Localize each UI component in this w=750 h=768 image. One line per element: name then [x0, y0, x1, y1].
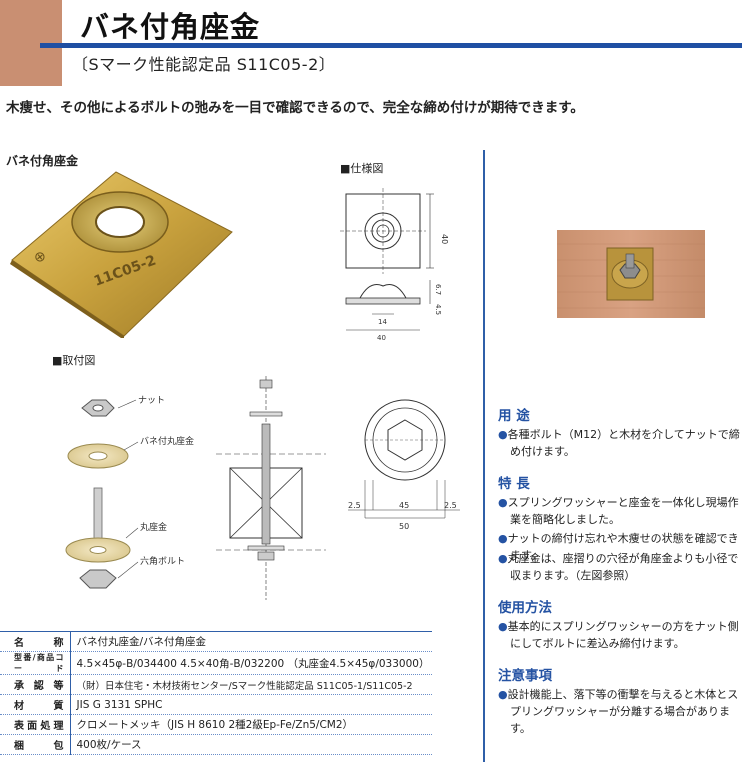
table-row: 名称 バネ付丸座金/バネ付角座金: [0, 631, 432, 652]
dim-40-bottom: 40: [377, 334, 386, 342]
section-title-features: 特 長: [498, 476, 530, 492]
table-key: 型番/商品コード: [0, 651, 71, 675]
table-value: 400枚/ケース: [70, 734, 432, 755]
product-photo: ⊕ 11C05-2: [10, 171, 233, 338]
photo-label: バネ付角座金: [6, 154, 79, 168]
dim-2-5-right: 2.5: [444, 501, 457, 510]
table-key: 名称: [0, 631, 71, 652]
spec-table: 名称 バネ付丸座金/バネ付角座金 型番/商品コード 4.5×45φ-B/0344…: [0, 631, 432, 755]
header-rule: [40, 43, 742, 48]
table-value: JIS G 3131 SPHC: [70, 694, 432, 715]
page-title: バネ付角座金: [80, 10, 261, 44]
dim-45: 45: [399, 501, 409, 510]
mount-drawing: ナット バネ付丸座金 丸座金 六角ボルト 2.5 45 2.5 50: [65, 376, 460, 600]
section-title-howto: 使用方法: [498, 600, 552, 616]
dim-40-right: 40: [440, 234, 449, 244]
section-title-caution: 注意事項: [498, 668, 552, 684]
table-row: 梱包 400枚/ケース: [0, 734, 432, 755]
part-hex-bolt: 六角ボルト: [140, 555, 185, 567]
dim-50: 50: [399, 522, 409, 531]
section-title-usage: 用 途: [498, 408, 530, 424]
spec-drawing-label: ■仕様図: [340, 162, 384, 175]
table-row: 承認等 （財）日本住宅・木材技術センター/Sマーク性能認定品 S11C05-1/…: [0, 674, 432, 695]
dim-6-7: 6.7: [434, 284, 442, 295]
usage-item-1: ●各種ボルト（M12）と木材を介してナットで締め付けます。: [498, 428, 740, 458]
table-value: （財）日本住宅・木材技術センター/Sマーク性能認定品 S11C05-1/S11C…: [70, 674, 432, 695]
dim-4-5: 4.5: [434, 304, 442, 315]
part-round-washer: 丸座金: [140, 521, 167, 533]
table-key: 材質: [0, 694, 71, 715]
table-row: 材質 JIS G 3131 SPHC: [0, 694, 432, 715]
table-value: 4.5×45φ-B/034400 4.5×40角-B/032200 （丸座金4.…: [70, 651, 432, 675]
table-key: 表面処理: [0, 714, 71, 735]
table-row: 表面処理 クロメートメッキ（JIS H 8610 2種2級Ep-Fe/Zn5/C…: [0, 714, 432, 735]
table-row: 型番/商品コード 4.5×45φ-B/034400 4.5×40角-B/0322…: [0, 651, 432, 675]
part-spring-washer: バネ付丸座金: [140, 435, 194, 447]
column-divider: [483, 150, 485, 762]
dim-2-5-left: 2.5: [348, 501, 361, 510]
page-subtitle: 〔Sマーク性能認定品 S11C05-2〕: [72, 55, 336, 74]
spec-drawing: 40 6.7 4.5 14 40: [340, 188, 449, 342]
dim-14: 14: [378, 318, 387, 326]
mount-drawing-label: ■取付図: [52, 354, 96, 367]
feature-item-2: ●ナットの締付け忘れや木痩せの状態を確認できます。: [498, 532, 739, 562]
table-value: バネ付丸座金/バネ付角座金: [70, 631, 432, 652]
caution-item-1: ●設計機能上、落下等の衝撃を与えると木体とスプリングワッシャーが分離する場合があ…: [498, 688, 739, 735]
lead-text: 木痩せ、その他によるボルトの弛みを一目で確認できるので、完全な締め付けが期待でき…: [6, 100, 584, 116]
howto-item-1: ●基本的にスプリングワッシャーの方をナット側にしてボルトに差込み締付けます。: [498, 620, 739, 650]
feature-item-1: ●スプリングワッシャーと座金を一体化し現場作業を簡略化しました。: [498, 496, 739, 526]
table-key: 梱包: [0, 734, 71, 755]
installed-photo: [557, 230, 705, 318]
table-key: 承認等: [0, 674, 71, 695]
part-nut: ナット: [138, 395, 165, 406]
table-value: クロメートメッキ（JIS H 8610 2種2級Ep-Fe/Zn5/CM2）: [70, 714, 432, 735]
feature-item-3: ●丸座金は、座摺りの穴径が角座金よりも小径で収まります。（左図参照）: [498, 552, 739, 582]
